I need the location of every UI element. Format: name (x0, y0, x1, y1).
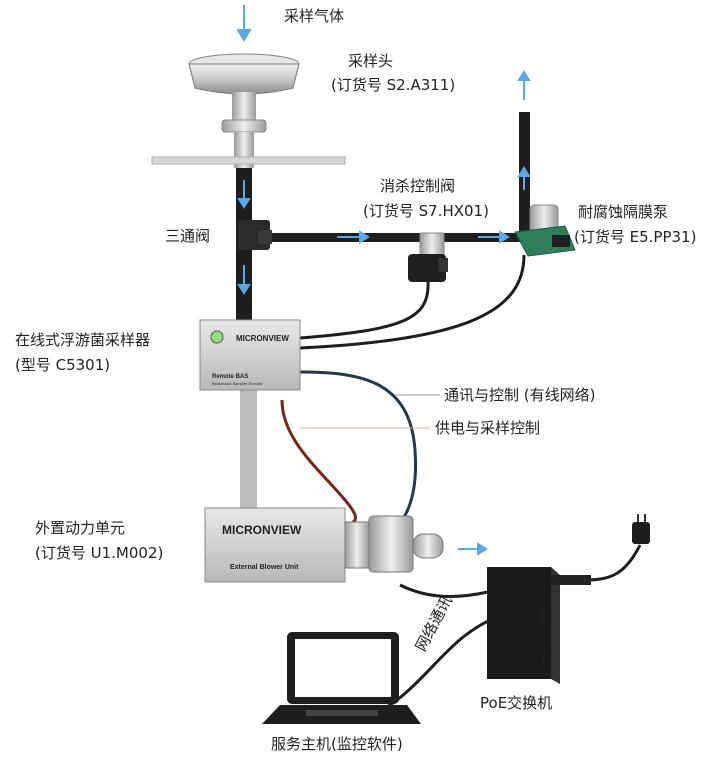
blower-inlet-pipe (240, 388, 257, 508)
sampling-head-name: 采样头 (348, 52, 394, 70)
pump-name: 耐腐蚀隔膜泵 (578, 203, 669, 221)
sterilize-valve (408, 232, 448, 282)
sampling-head (188, 53, 300, 168)
sampler-model: (型号 C5301) (15, 356, 111, 374)
sampler-brand: MICRONVIEW (236, 334, 289, 343)
blower-order: (订货号 U1.M002) (35, 544, 164, 562)
blower-subtitle: External Blower Unit (230, 564, 299, 571)
sterilize-valve-order: (订货号 S7.HX01) (363, 202, 489, 220)
sampler-line1: Remote BAS (212, 374, 248, 380)
blower-name: 外置动力单元 (35, 519, 126, 537)
blower-unit: MICRONVIEW External Blower Unit (204, 507, 444, 583)
sample-gas-label: 采样气体 (284, 7, 345, 25)
three-way-valve-label: 三通阀 (165, 227, 211, 245)
three-way-valve (238, 220, 272, 250)
laptop (262, 632, 421, 724)
pump-cable (299, 254, 526, 350)
valve-cable (299, 281, 430, 340)
poe-switch-label: PoE交换机 (480, 694, 553, 712)
diaphragm-pump (514, 204, 576, 257)
power-control-label: 供电与采样控制 (435, 419, 541, 437)
sampler-unit: MICRONVIEW Remote BAS BioAerosol Sampler… (199, 319, 301, 391)
sampler-line2: BioAerosol Sampler Remote (212, 381, 263, 386)
sampler-name: 在线式浮游菌采样器 (15, 331, 151, 349)
sterilize-valve-name: 消杀控制阀 (380, 177, 456, 195)
mounting-plate (151, 156, 346, 165)
server-label: 服务主机(监控软件) (271, 735, 403, 753)
sampling-head-order: (订货号 S2.A311) (331, 76, 456, 94)
comm-control-label: 通讯与控制 (有线网络) (444, 386, 596, 404)
poe-cable-blower (399, 583, 489, 598)
pump-order: (订货号 E5.PP31) (574, 228, 697, 246)
flow-arrows (236, 5, 531, 556)
power-plug-cable (584, 544, 642, 582)
power-cable (280, 399, 357, 526)
horizontal-pipe (252, 233, 537, 242)
power-plug (632, 514, 650, 544)
poe-switch: Power Over Ethernet (487, 567, 591, 684)
status-led (210, 330, 224, 344)
poe-label: Power Over Ethernet (540, 605, 547, 670)
blower-brand: MICRONVIEW (222, 523, 302, 537)
